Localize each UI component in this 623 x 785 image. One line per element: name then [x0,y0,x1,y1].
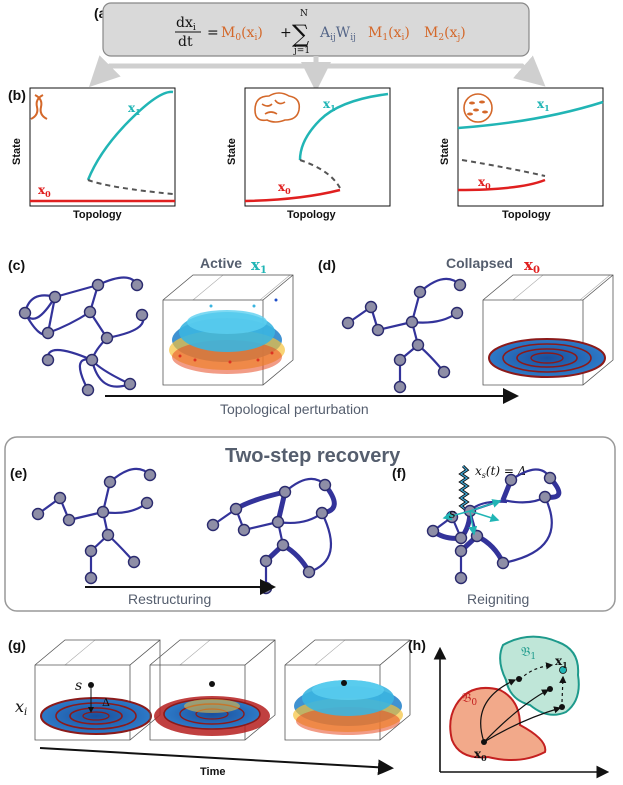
perturbation-label: Topological perturbation [220,401,369,417]
eq-lhs-num: dxi [176,15,196,33]
equation: dxi dt = M0(xi) + N ∑ j=1 AijWij M1(xi) … [175,9,466,56]
eq-equals: = [207,25,219,41]
bifurcation-plot-brain: x1 x0 Topology State [226,87,391,221]
node-s-label: s [449,507,456,522]
panel-d-state: x0 [524,256,540,276]
signal-equation: xs(t) = Δ [475,464,526,480]
eq-M1: M1(xi) [368,25,410,43]
plot1-xlabel: Topology [73,209,123,221]
panel-c-title: Active [200,255,242,271]
recovery-title: Two-step recovery [225,445,401,467]
equation-connectors [88,55,546,92]
eq-M2: M2(xj) [424,25,466,43]
bifurcation-plot-dna: x1 x0 Topology State [11,87,176,221]
dna-icon [30,94,48,120]
eq-plus: + [280,25,292,41]
plot3-xlabel: Topology [502,209,552,221]
panel-d-title: Collapsed [446,255,513,271]
panel-c-label: (c) [8,257,25,273]
panel-e-label: (e) [10,465,27,481]
basin-b0 [449,686,547,762]
network-before-restructuring [31,467,157,585]
brain-icon [254,92,301,123]
plot3-x0-label: x0 [478,175,491,191]
g-ylabel: xi [15,697,27,718]
plot2-x1-label: x1 [323,97,336,113]
panel-h-label: (h) [408,637,426,653]
eq-sum-sign: ∑ [292,20,309,48]
eq-M0: M0(xi) [221,25,263,43]
time-cube-1 [34,639,161,741]
plot2-ylabel: State [226,138,238,165]
plot3-ylabel: State [439,138,451,165]
time-cube-3 [284,639,411,741]
panel-d-label: (d) [318,257,336,273]
basin-b0-label: 𝔅0 [462,691,477,708]
point-x1-label: x1 [555,654,568,670]
basin-b1-label: 𝔅1 [521,645,536,662]
time-cube-2 [149,639,276,741]
reigniting-label: Reigniting [467,591,529,607]
bifurcation-plot-microbiome: x1 x0 Topology State [439,87,604,221]
point-x0-label: x0 [474,747,487,763]
eq-lhs-den: dt [178,34,193,50]
time-arrow [39,747,394,776]
basin-diagram [433,635,610,779]
plot2-x0-label: x0 [278,180,291,196]
state-cube-collapsed [482,274,614,386]
g-delta-label: Δ [102,696,110,709]
network-after-restructuring [206,477,337,595]
restructuring-label: Restructuring [128,591,211,607]
eq-sum-bottom: j=1 [293,46,310,56]
plot1-x0-label: x0 [38,183,51,199]
g-xlabel: Time [200,766,225,778]
panel-g-label: (g) [8,637,26,653]
eq-AW: AijWij [319,25,356,43]
state-cube-active [162,274,294,386]
microbiome-icon [463,93,493,123]
panel-f-label: (f) [392,465,406,481]
eq-sum-top: N [300,9,308,19]
network-reigniting [426,468,562,585]
plot3-x1-label: x1 [537,97,550,113]
basin-b1 [499,635,580,716]
plot2-xlabel: Topology [287,209,337,221]
panel-c-state: x1 [251,256,267,276]
network-active [18,276,149,397]
plot1-x1-label: x1 [128,101,141,117]
g-node-s-label: s [75,678,82,694]
panel-b-label: (b) [8,87,26,103]
plot1-ylabel: State [11,138,23,165]
network-collapsed [341,277,467,394]
